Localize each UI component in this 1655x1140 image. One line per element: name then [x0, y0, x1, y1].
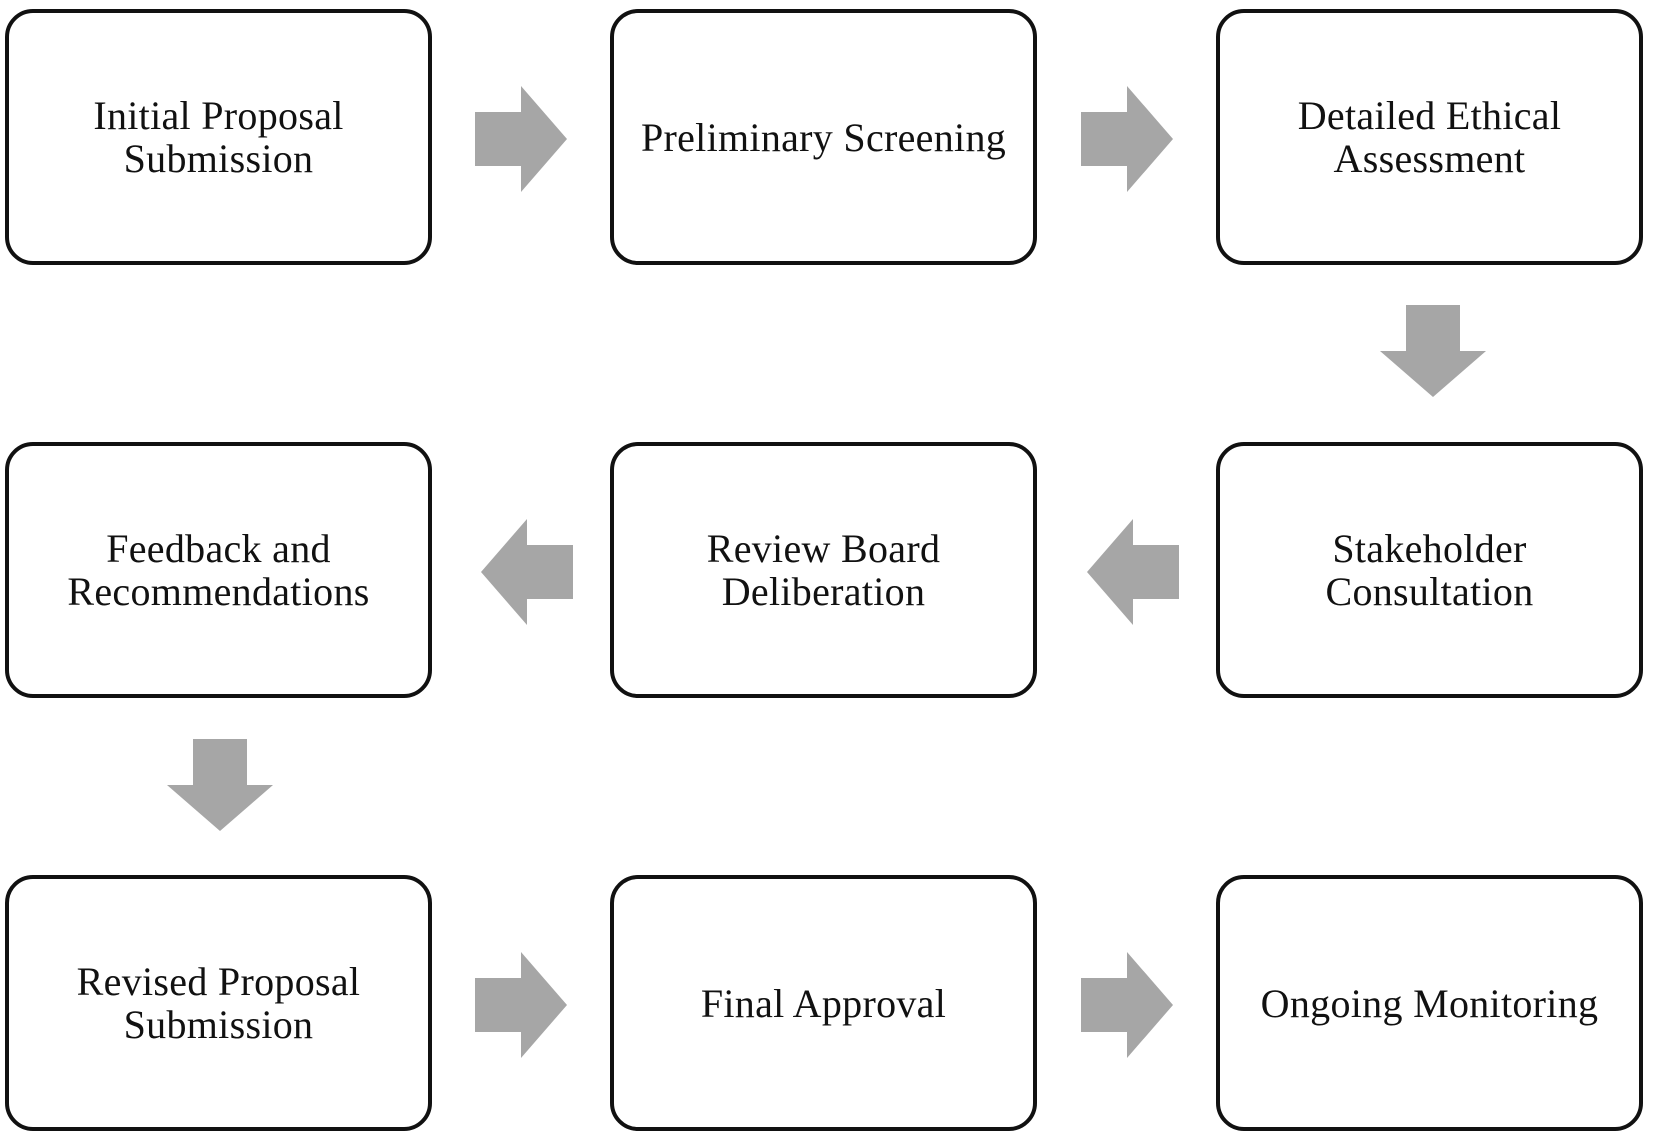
- step-label-line: Final Approval: [700, 980, 947, 1026]
- step-label: Revised Proposal Submission: [63, 960, 375, 1046]
- step-label-line: Review Board: [706, 526, 941, 571]
- step-label-line: Feedback and: [106, 526, 331, 571]
- step-stakeholder-consultation: Stakeholder Consultation: [1216, 442, 1643, 698]
- arrow-right-icon: [1081, 952, 1173, 1058]
- step-label-line: Recommendations: [67, 569, 370, 614]
- step-final-approval: Final Approval: [610, 875, 1037, 1131]
- step-label-line: Stakeholder: [1332, 526, 1527, 571]
- arrow-down-icon: [1380, 305, 1486, 397]
- step-label-line: Initial Proposal: [93, 93, 344, 138]
- arrow-right-icon: [1081, 86, 1173, 192]
- step-label-line: Detailed Ethical: [1297, 93, 1562, 138]
- step-feedback-and-recommendations: Feedback and Recommendations: [5, 442, 432, 698]
- step-label: Review Board Deliberation: [693, 527, 955, 613]
- step-label: Final Approval: [687, 982, 960, 1025]
- step-ongoing-monitoring: Ongoing Monitoring: [1216, 875, 1643, 1131]
- arrow-left-icon: [481, 519, 573, 625]
- arrow-left-icon: [1087, 519, 1179, 625]
- arrow-right-icon: [475, 86, 567, 192]
- step-detailed-ethical-assessment: Detailed Ethical Assessment: [1216, 9, 1643, 265]
- step-label: Ongoing Monitoring: [1247, 982, 1613, 1025]
- step-label: Stakeholder Consultation: [1311, 527, 1547, 613]
- step-label-line: Assessment: [1333, 136, 1526, 181]
- step-label: Detailed Ethical Assessment: [1284, 94, 1576, 180]
- step-revised-proposal-submission: Revised Proposal Submission: [5, 875, 432, 1131]
- step-review-board-deliberation: Review Board Deliberation: [610, 442, 1037, 698]
- step-label-line: Revised Proposal: [76, 959, 361, 1004]
- arrow-right-icon: [475, 952, 567, 1058]
- step-label-line: Submission: [123, 136, 314, 181]
- step-label-line: Submission: [123, 1002, 314, 1047]
- step-label-line: Preliminary Screening: [640, 114, 1007, 160]
- step-label: Feedback and Recommendations: [53, 527, 383, 613]
- step-preliminary-screening: Preliminary Screening: [610, 9, 1037, 265]
- step-label-line: Deliberation: [721, 569, 926, 614]
- step-initial-proposal-submission: Initial Proposal Submission: [5, 9, 432, 265]
- step-label: Initial Proposal Submission: [79, 94, 357, 180]
- step-label-line: Ongoing Monitoring: [1260, 980, 1599, 1026]
- arrow-down-icon: [167, 739, 273, 831]
- step-label: Preliminary Screening: [627, 116, 1020, 159]
- step-label-line: Consultation: [1325, 569, 1534, 614]
